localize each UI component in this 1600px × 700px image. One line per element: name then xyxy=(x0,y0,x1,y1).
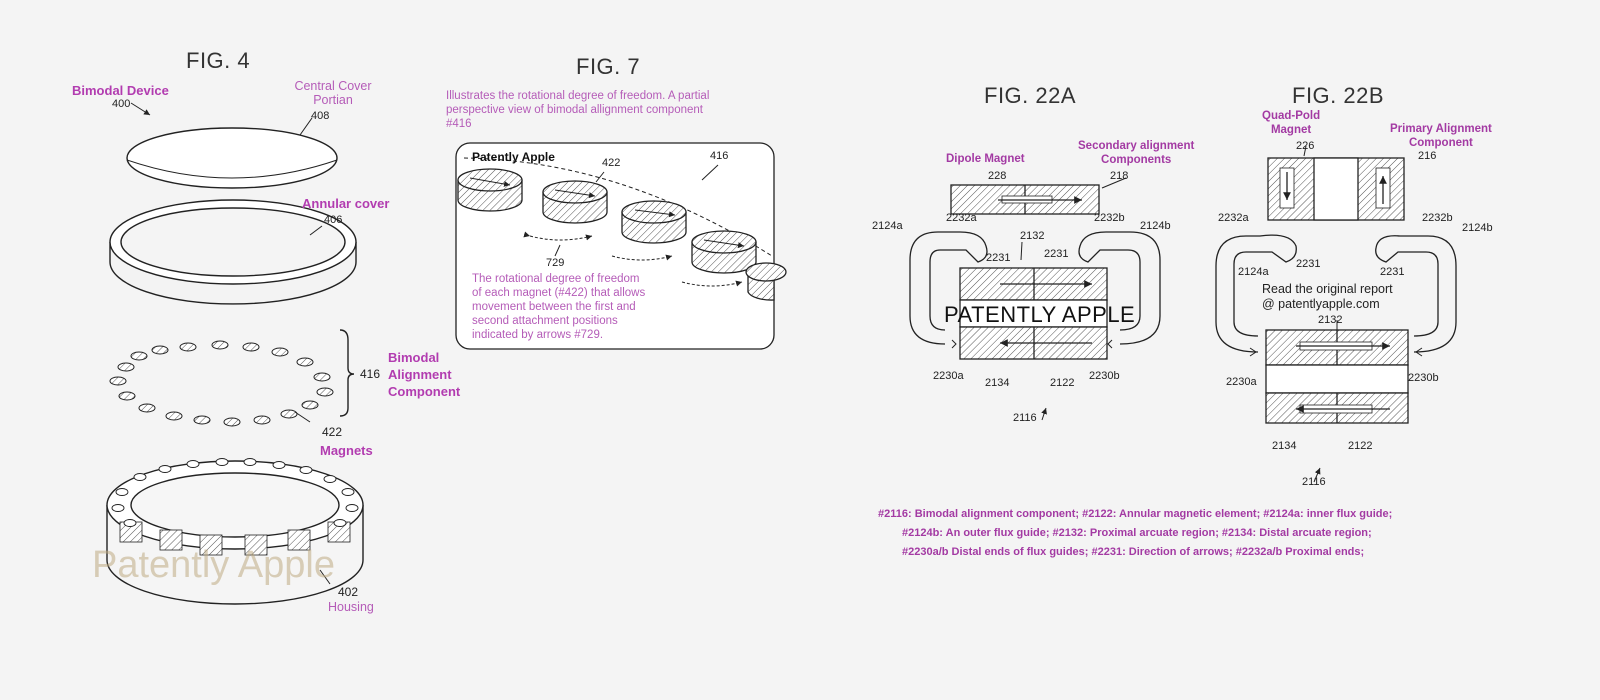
fig4-drawing xyxy=(106,102,364,605)
annular-cover-ring xyxy=(109,199,357,305)
inner-flux-guide-left-b xyxy=(1215,234,1297,353)
fig22b-ref-216: 216 xyxy=(1418,150,1437,162)
outer-flux-guide-right xyxy=(1078,231,1161,345)
fig22a-ref-2232b: 2232b xyxy=(1094,212,1125,224)
fig4-ref-406: 406 xyxy=(324,214,343,226)
fig22b-quad-magnet-label: Quad-Pold Magnet xyxy=(1262,110,1321,136)
fig7-ref-416: 416 xyxy=(710,150,729,162)
fig22a-ref-2124b: 2124b xyxy=(1140,220,1171,232)
fig22a-title: FIG. 22A xyxy=(984,83,1077,108)
fig7-note: The rotational degree of freedom of each… xyxy=(472,273,646,341)
inner-flux-guide-left xyxy=(909,231,988,345)
fig22a-watermark: PATENTLY APPLE xyxy=(944,302,1136,327)
outer-flux-guide-right-b xyxy=(1375,235,1457,353)
fig7-frame xyxy=(455,142,775,350)
fig4-annular-cover-label: Annular cover xyxy=(302,196,390,211)
fig22a-ref-2231-left: 2231 xyxy=(986,252,1011,264)
fig7-ref-422: 422 xyxy=(602,157,621,169)
fig22b-primary-label: Primary Alignment Component xyxy=(1390,123,1492,149)
fig22b-ref-2231-right: 2231 xyxy=(1380,266,1405,278)
fig4-alignment-component-label: Bimodal Alignment Component xyxy=(388,350,461,399)
fig22b-ref-226: 226 xyxy=(1296,140,1315,152)
fig7-watermark: Patently Apple xyxy=(472,150,555,164)
fig4-central-cover-label: Central Cover Portian xyxy=(294,79,372,107)
fig22a-ref-218: 218 xyxy=(1110,170,1129,182)
fig4-magnets-label: Magnets xyxy=(320,443,373,458)
fig4-title: FIG. 4 xyxy=(186,48,251,73)
fig22a-ref-2132: 2132 xyxy=(1020,230,1045,242)
fig4-ref-408: 408 xyxy=(311,110,330,122)
fig4-ref-400: 400 xyxy=(112,98,131,110)
fig4-watermark: Patently Apple xyxy=(92,544,335,586)
fig22b-ref-2230a: 2230a xyxy=(1226,376,1257,388)
fig22b-ref-2230b: 2230b xyxy=(1408,372,1439,384)
fig22a-ref-2232a: 2232a xyxy=(946,212,977,224)
fig22a-ref-2116: 2116 xyxy=(1013,412,1037,424)
fig22b-report-note: Read the original report @ patentlyapple… xyxy=(1262,282,1393,311)
magnet-ring xyxy=(109,340,334,427)
fig22a-dipole-magnet-label: Dipole Magnet xyxy=(946,153,1025,165)
fig22b-title: FIG. 22B xyxy=(1292,83,1385,108)
fig7-drawing xyxy=(455,142,787,350)
fig22b-ref-2124a: 2124a xyxy=(1238,266,1269,278)
fig7-ref-729: 729 xyxy=(546,257,565,269)
fig22b-ref-2116: 2116 xyxy=(1302,476,1326,488)
fig22a-ref-2134: 2134 xyxy=(985,377,1010,389)
fig22a-secondary-label: Secondary alignment Components xyxy=(1078,140,1195,166)
fig4-housing-label: Housing xyxy=(328,600,374,614)
fig22b-ref-2232b: 2232b xyxy=(1422,212,1453,224)
fig4-ref-416: 416 xyxy=(360,367,381,381)
fig22a-ref-2122: 2122 xyxy=(1050,377,1075,389)
central-cover-disk xyxy=(126,127,338,189)
fig22a-ref-2230a: 2230a xyxy=(933,370,964,382)
fig22a-drawing xyxy=(909,177,1161,421)
housing-drawing xyxy=(106,458,364,605)
fig4-ref-402: 402 xyxy=(338,585,359,599)
fig22b-ref-2232a: 2232a xyxy=(1218,212,1249,224)
caption-line-1: #2116: Bimodal alignment component; #212… xyxy=(878,508,1393,520)
fig4-bimodal-device-label: Bimodal Device xyxy=(72,83,169,98)
fig22b-ref-2132: 2132 xyxy=(1318,314,1343,326)
fig7-title: FIG. 7 xyxy=(576,54,641,79)
fig22b-ref-2124b: 2124b xyxy=(1462,222,1493,234)
caption-line-3: #2230a/b Distal ends of flux guides; #22… xyxy=(902,546,1365,558)
fig7-description: Illustrates the rotational degree of fre… xyxy=(446,90,710,130)
fig22a-ref-2231-right: 2231 xyxy=(1044,248,1069,260)
fig4-ref-422: 422 xyxy=(322,425,343,439)
fig22b-ref-2134: 2134 xyxy=(1272,440,1297,452)
caption-line-2: #2124b: An outer flux guide; #2132: Prox… xyxy=(902,527,1372,539)
fig22a-ref-2230b: 2230b xyxy=(1089,370,1120,382)
fig22b-drawing xyxy=(1215,145,1457,483)
fig22a-ref-228: 228 xyxy=(988,170,1007,182)
fig22b-ref-2231-left: 2231 xyxy=(1296,258,1321,270)
fig22a-ref-2124a: 2124a xyxy=(872,220,903,232)
fig22b-ref-2122: 2122 xyxy=(1348,440,1373,452)
